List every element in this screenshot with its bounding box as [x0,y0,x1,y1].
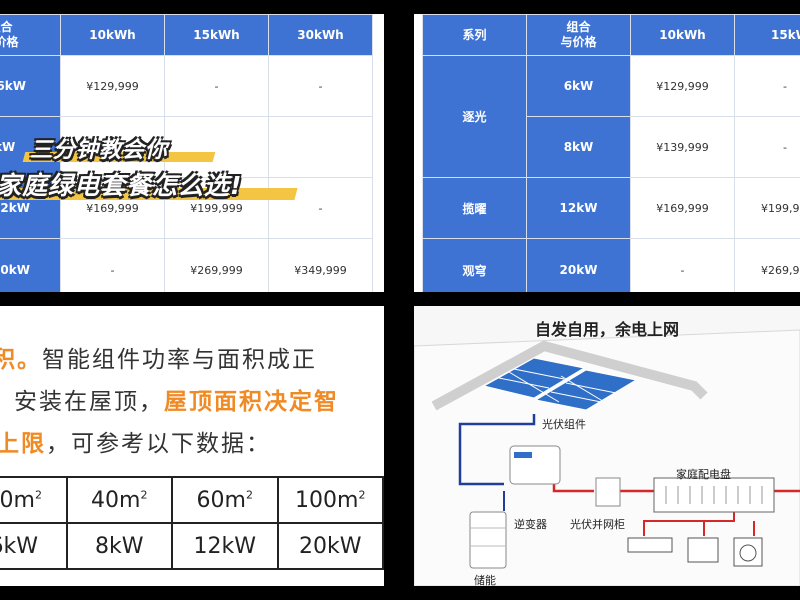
header-10kwh: 10kWh [60,14,165,56]
header-series: 系列 [422,14,527,56]
paragraph-line-1: 积。智能组件功率与面积成正 [0,340,317,374]
grid-cabinet-label: 光伏并网柜 [570,518,625,531]
price-cell: ¥199,999 [734,177,800,239]
price-cell: ¥199,999 [164,177,269,239]
area-power-table: 20m2 40m2 60m2 100m2 6kW 8kW 12kW 20kW [0,476,384,570]
body-text: 安装在屋顶， [14,389,164,415]
table-row: 揽曜 12kW ¥169,999 ¥199,999 [422,177,800,239]
power-cell: 12kW [171,522,279,570]
power-label: 12kW [526,177,631,239]
price-cell: ¥139,999 [630,116,735,178]
air-conditioner-icon [627,537,673,553]
table-row: 观穹 20kW - ¥269,999 [422,238,800,292]
storage-label: 储能 [474,574,496,586]
price-cell: ¥129,999 [60,55,165,117]
header-15kwh: 15kWh [164,14,269,56]
price-cell [164,116,269,178]
area-cell: 100m2 [276,476,384,524]
area-cell: 60m2 [171,476,279,524]
price-cell: - [630,238,735,292]
title-overlay: 三分钟教会你 家庭绿电套餐怎么选! [0,124,384,224]
body-text: 智能组件功率与面积成正 [42,347,317,373]
price-cell: - [164,55,269,117]
table-row: 6kW ¥129,999 - - [0,55,373,117]
system-diagram [414,329,800,586]
highlight-text: 积。 [0,347,42,373]
inverter-label: 逆变器 [514,518,547,531]
power-label: 20kW [526,238,631,292]
price-cell: ¥169,999 [630,177,735,239]
solar-panel-array [482,357,638,411]
house-wire [643,506,735,536]
series-label: 逐光 [422,55,527,178]
price-cell: ¥269,999 [734,238,800,292]
paragraph-line-2: 安装在屋顶，屋顶面积决定智 [14,382,339,416]
table-row: 20kW - ¥269,999 ¥349,999 [0,238,373,292]
series-label: 观穹 [422,238,527,292]
washing-machine-icon [733,537,763,567]
price-cell: ¥169,999 [60,177,165,239]
area-cell: 40m2 [65,476,173,524]
row-label: 6kW [0,55,61,117]
highlight-text: 屋顶面积决定智 [164,389,339,415]
price-table-right: 系列 组合 与价格 10kWh 15kWh 逐光 6kW ¥129,999 - … [422,14,800,292]
microwave-icon [687,537,719,563]
roof-area-text-panel: 积。智能组件功率与面积成正 安装在屋顶，屋顶面积决定智 上限，可参考以下数据： … [0,306,384,586]
price-table-panel-right: 系列 组合 与价格 10kWh 15kWh 逐光 6kW ¥129,999 - … [414,14,800,292]
table-row: 6kW 8kW 12kW 20kW [0,522,384,570]
price-table-left: 组合 与价格 10kWh 15kWh 30kWh 6kW ¥129,999 - … [0,14,373,292]
price-cell: - [734,55,800,117]
roof-outline [431,340,708,411]
header-combo: 组合 与价格 [526,14,631,56]
price-cell [268,116,373,178]
row-label: 12kW [0,177,61,239]
price-cell: ¥129,999 [630,55,735,117]
row-label: 20kW [0,238,61,292]
highlight-text: 上限 [0,431,46,457]
power-cell: 20kW [276,522,384,570]
header-30kwh: 30kWh [268,14,373,56]
overlay-title-line1: 三分钟教会你 [30,138,169,163]
battery-storage-box [469,511,507,569]
power-cell: 6kW [0,522,68,570]
table-row: 逐光 6kW ¥129,999 - [422,55,800,178]
series-label: 揽曜 [422,177,527,239]
overlay-title-line2: 家庭绿电套餐怎么选! [0,171,243,200]
header-combo: 组合 与价格 [0,14,61,56]
price-cell: - [734,116,800,178]
distribution-panel-label: 家庭配电盘 [676,468,731,481]
power-cell: 8kW [65,522,173,570]
grid-cabinet-box [595,477,621,507]
paragraph-line-3: 上限，可参考以下数据： [0,424,271,458]
table-row: 12kW ¥169,999 ¥199,999 - [0,177,373,239]
price-cell: - [268,55,373,117]
area-cell: 20m2 [0,476,68,524]
price-cell: ¥349,999 [268,238,373,292]
dc-wire [458,414,536,486]
row-label: 8kW [0,116,61,178]
power-label: 8kW [526,116,631,178]
header-10kwh: 10kWh [630,14,735,56]
diagram-title: 自发自用，余电上网 [534,320,679,339]
inverter-box [509,445,561,485]
table-row: 20m2 40m2 60m2 100m2 [0,476,384,524]
power-label: 6kW [526,55,631,117]
price-cell [60,116,165,178]
table-row: 8kW [0,116,373,178]
header-15kwh: 15kWh [734,14,800,56]
price-cell: - [60,238,165,292]
pv-label: 光伏组件 [542,418,586,431]
price-table-panel-left: 组合 与价格 10kWh 15kWh 30kWh 6kW ¥129,999 - … [0,14,384,292]
body-text: ，可参考以下数据： [46,431,271,457]
price-cell: ¥269,999 [164,238,269,292]
system-diagram-panel: 自发自用，余电上网 光伏组件 逆变器 光伏并网柜 家庭配电盘 储能 [414,306,800,586]
